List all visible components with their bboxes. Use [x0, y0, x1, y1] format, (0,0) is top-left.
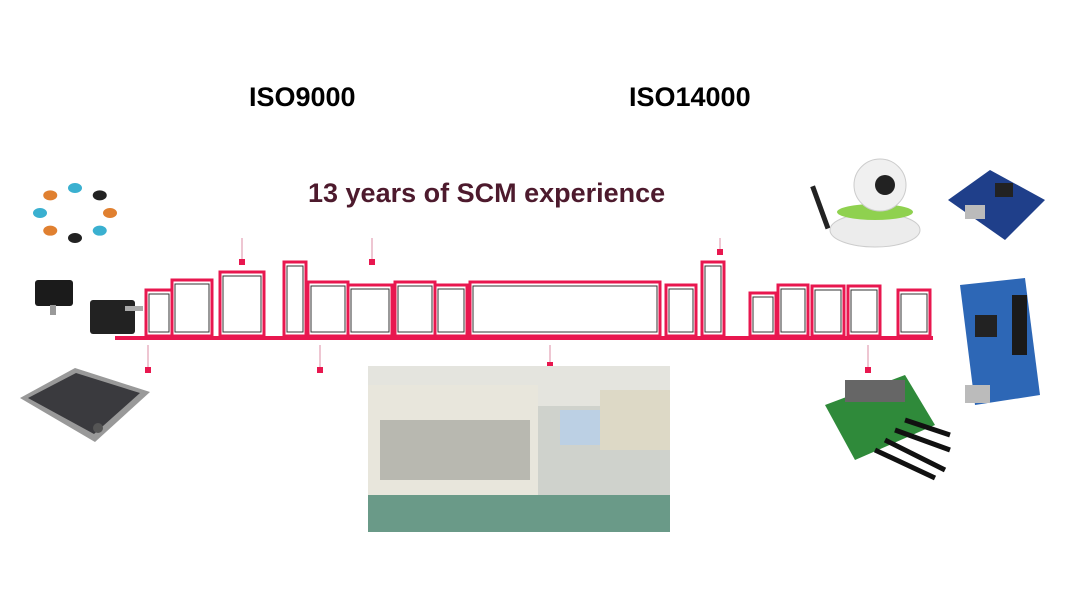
dev-board-photo [960, 278, 1040, 405]
callout-marker [145, 367, 151, 373]
machine-outline [814, 289, 842, 333]
smt-machine [393, 280, 437, 338]
capacitor [68, 183, 82, 193]
machine-outline [850, 289, 878, 333]
capacitor [43, 225, 58, 236]
capacitor [92, 225, 107, 236]
capacitor [68, 233, 82, 243]
smt-machine [144, 288, 174, 338]
single-board-computer-photo [948, 170, 1045, 240]
smt-machine [700, 260, 726, 338]
capacitor [43, 190, 58, 201]
factory-floor-photo [368, 366, 670, 532]
smt-machine [896, 288, 932, 338]
smt-machine [433, 283, 469, 338]
callout-marker [865, 367, 871, 373]
capacitors-photo [20, 172, 130, 254]
smt-machine [468, 280, 662, 338]
machine-outline [350, 288, 390, 333]
machine-outline [900, 293, 928, 333]
smt-production-line [115, 238, 933, 373]
callout-marker [369, 259, 375, 265]
machine-outline [397, 285, 433, 333]
smt-machine [346, 283, 394, 338]
machine-outline [174, 283, 210, 333]
callout-marker [547, 362, 553, 368]
machine-outline [780, 288, 806, 333]
capacitor [103, 208, 117, 218]
conveyor-base [115, 336, 933, 340]
smt-machine [282, 260, 308, 338]
iso9000-heading: ISO9000 [249, 82, 356, 112]
smt-machine [776, 283, 810, 338]
gsm-modem-board-photo [825, 375, 951, 481]
iso14000-heading: ISO14000 [629, 82, 751, 112]
smt-machine [810, 284, 846, 338]
experience-tagline: 13 years of SCM experience [308, 178, 666, 208]
machine-outline [310, 285, 346, 333]
transistor-photo [35, 280, 143, 334]
smt-machine [170, 278, 214, 338]
smt-machine [218, 270, 266, 338]
smt-machine [306, 280, 350, 338]
machine-outline [668, 288, 694, 333]
smt-machine [664, 283, 698, 338]
machine-outline [286, 265, 304, 333]
qfp-chip-photo [20, 368, 150, 442]
callout-marker [239, 259, 245, 265]
smt-machine [846, 284, 882, 338]
machine-outline [472, 285, 658, 333]
capacitor [33, 208, 47, 218]
callout-marker [717, 249, 723, 255]
machine-outline [752, 296, 774, 333]
smt-machine [748, 291, 778, 338]
machine-outline [222, 275, 262, 333]
callout-marker [317, 367, 323, 373]
machine-outline [437, 288, 465, 333]
capacitor [92, 190, 107, 201]
machine-outline [704, 265, 722, 333]
machine-outline [148, 293, 170, 333]
ip-camera-photo [810, 158, 921, 248]
